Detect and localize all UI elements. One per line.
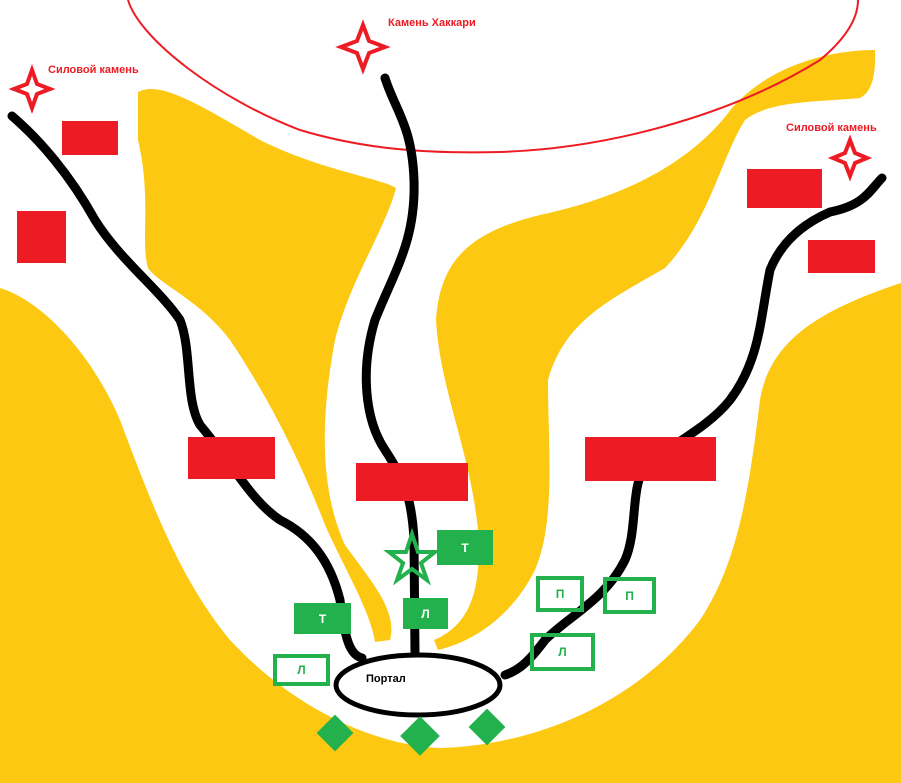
marker-l-left[interactable]: Л xyxy=(273,654,330,686)
road-right xyxy=(500,173,887,680)
diamond-marker-left[interactable] xyxy=(316,714,354,752)
enemy-block[interactable] xyxy=(188,437,275,479)
diamond-marker-center[interactable] xyxy=(400,716,440,756)
sand-area-bottom xyxy=(0,283,901,783)
enemy-block[interactable] xyxy=(808,240,875,273)
label-power-stone-right: Силовой камень xyxy=(786,122,877,134)
marker-p-right-1[interactable]: П xyxy=(536,576,584,612)
enemy-block[interactable] xyxy=(356,463,468,501)
marker-p-right-2[interactable]: П xyxy=(603,577,656,614)
road-center xyxy=(361,73,420,660)
diamond-marker-right[interactable] xyxy=(468,708,506,746)
label-portal: Портал xyxy=(366,673,406,685)
label-power-stone-left: Силовой камень xyxy=(48,64,139,76)
star-icon-hakkari[interactable] xyxy=(335,19,391,75)
marker-t-upper[interactable]: Т xyxy=(437,530,493,565)
enemy-block[interactable] xyxy=(17,211,66,263)
star-icon-green[interactable] xyxy=(383,527,441,586)
label-hakkari-stone: Камень Хаккари xyxy=(388,17,476,29)
marker-t-left[interactable]: Т xyxy=(294,603,351,634)
star-icon-power-right[interactable] xyxy=(827,134,873,182)
enemy-block[interactable] xyxy=(747,169,822,208)
red-boundary-line xyxy=(127,0,859,154)
portal-ring[interactable] xyxy=(333,652,503,718)
marker-l-right[interactable]: Л xyxy=(530,633,595,671)
marker-l-center[interactable]: Л xyxy=(403,598,448,629)
star-icon-power-left[interactable] xyxy=(8,64,56,114)
enemy-block[interactable] xyxy=(62,121,118,155)
enemy-block[interactable] xyxy=(585,437,716,481)
road-left xyxy=(7,111,367,663)
sand-area-right-tongue xyxy=(434,50,876,650)
sand-area-left-tongue xyxy=(138,88,396,642)
